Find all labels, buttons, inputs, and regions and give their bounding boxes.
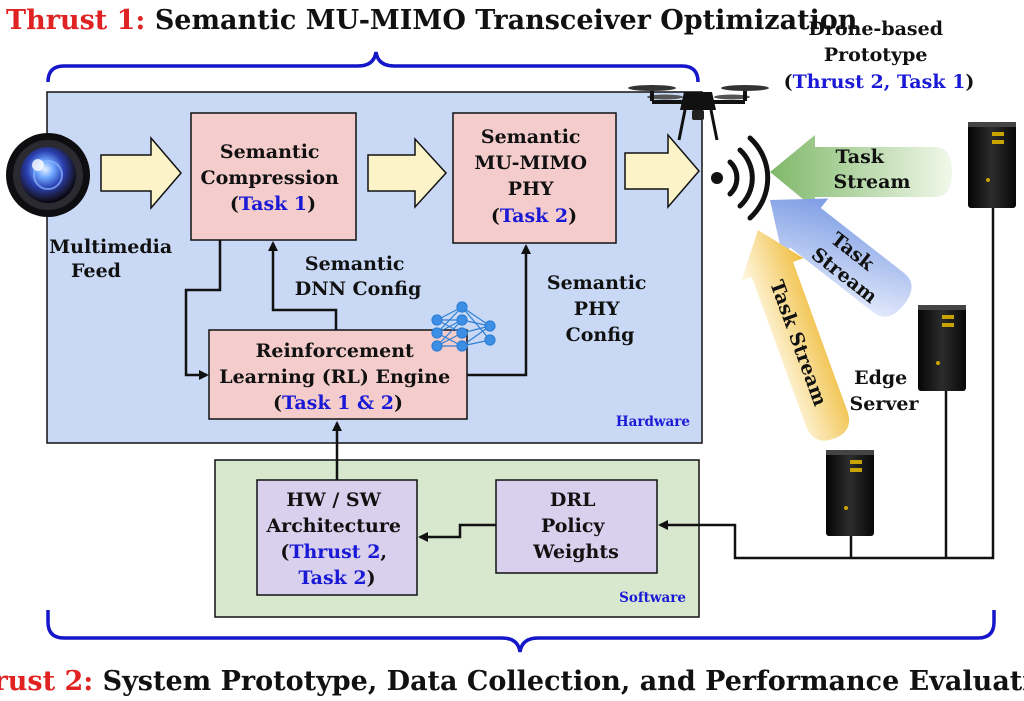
phy-config-label: Semantic PHY Config [547, 272, 653, 346]
rl-to-phy-line [467, 244, 531, 377]
thrust1-title: Thrust 1: Semantic MU-MIMO Transceiver O… [6, 5, 858, 36]
rl-engine-block [208, 329, 468, 420]
server-icon-bottom [826, 450, 874, 536]
task-stream-green-label: Task Stream [833, 146, 910, 193]
bottom-bracket [46, 610, 996, 653]
edge-server-label: Edge Server [850, 367, 920, 415]
semantic-compression-label: Semantic Compression (Task 1) [200, 141, 345, 215]
semantic-compression-block [190, 112, 357, 241]
thrust2-title: Thrust 2: System Prototype, Data Collect… [0, 666, 1024, 697]
server-network-line [658, 205, 995, 560]
wireless-signal-icon [711, 135, 771, 221]
drl-policy-block [495, 479, 658, 574]
top-bracket [46, 51, 700, 83]
camera-icon [6, 133, 90, 217]
hwsw-architecture-block [256, 479, 418, 596]
server-icon-mid [918, 305, 966, 391]
task-stream-blue [770, 198, 912, 317]
software-tag: Software [619, 590, 686, 606]
drl-to-arch-line [418, 523, 496, 542]
flow-arrow-1 [100, 135, 182, 211]
hardware-tag: Hardware [616, 414, 690, 430]
semantic-phy-label: Semantic MU-MIMO PHY (Task 2) [474, 126, 593, 227]
task-stream-yellow [741, 230, 850, 441]
server-icon-top [968, 122, 1016, 208]
drl-policy-label: DRL Policy Weights [532, 489, 619, 563]
semantic-phy-block [452, 112, 617, 244]
multimedia-label: Multimedia Feed [49, 236, 179, 282]
flow-arrow-2 [367, 137, 448, 209]
hwsw-architecture-label: HW / SW Architecture (Thrust 2, Task 2) [265, 489, 407, 589]
dnn-config-label: Semantic DNN Config [295, 253, 422, 300]
task-stream-green [770, 135, 952, 209]
neural-network-icon [431, 301, 496, 352]
rl-to-compression-line [268, 241, 338, 330]
compression-to-rl-line [184, 240, 222, 380]
flow-arrow-3 [624, 132, 700, 210]
rl-engine-label: Reinforcement Learning (RL) Engine (Task… [219, 340, 457, 414]
drone-label: Drone-based Prototype (Thrust 2, Task 1) [784, 18, 975, 93]
drone-icon [628, 85, 769, 141]
